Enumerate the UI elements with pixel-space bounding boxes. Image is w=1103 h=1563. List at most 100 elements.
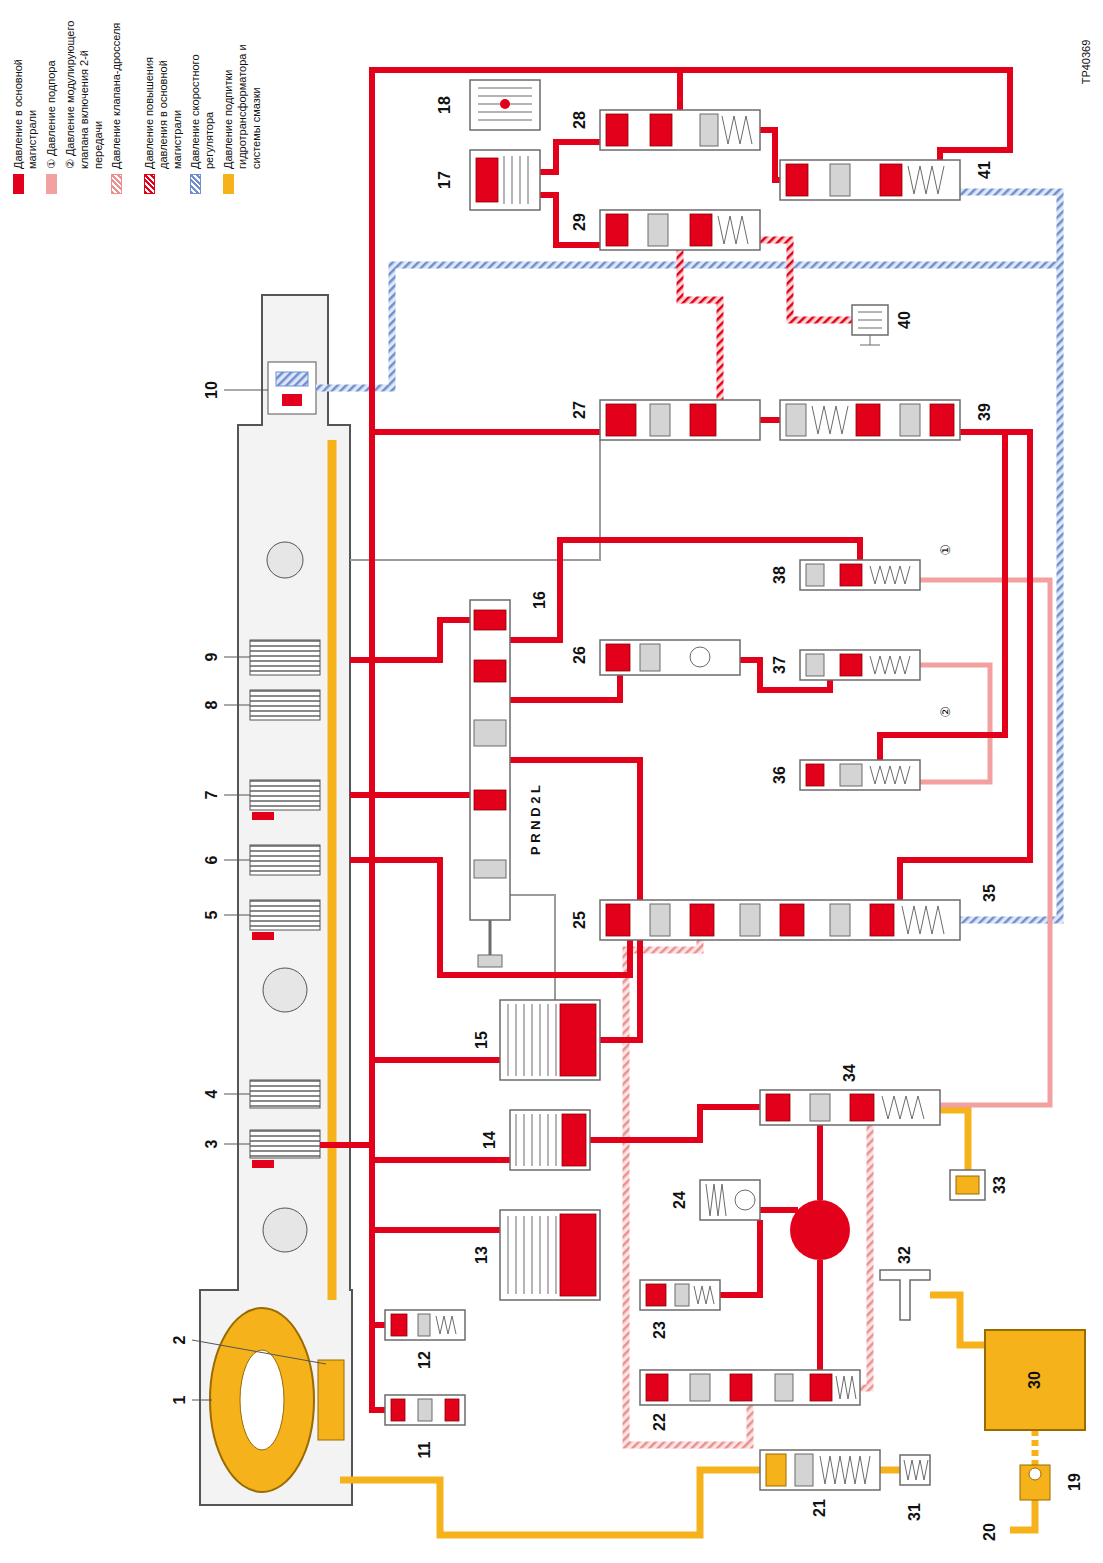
main-line (817, 1125, 823, 1200)
legend-entry: ② Давление модулирующего клапана включен… (64, 14, 105, 194)
valve (690, 404, 716, 436)
callout-number: 4 (203, 1088, 221, 1101)
valve (840, 564, 862, 586)
oil-pan (985, 1330, 1085, 1430)
manual-valve (474, 860, 506, 878)
callout-number: 33 (991, 1174, 1009, 1196)
valve (650, 904, 670, 936)
legend-entry: Давление в основной магистрали (12, 14, 40, 194)
main-line (350, 620, 470, 660)
planetary-gear (263, 1208, 307, 1252)
valve (600, 210, 760, 250)
callout-number: 38 (771, 564, 789, 586)
valve (600, 900, 960, 940)
governor-line (316, 192, 1060, 920)
main-line (372, 70, 1010, 1410)
callout-number: 35 (981, 882, 999, 904)
valve (646, 1284, 666, 1306)
valve (385, 80, 985, 1490)
clutch-pack (252, 932, 274, 940)
main-line (590, 1107, 760, 1140)
valve (694, 1286, 714, 1304)
boost-line (760, 240, 852, 320)
clutch-pack (250, 780, 320, 810)
valve (385, 1310, 465, 1340)
valve (730, 1374, 752, 1401)
valve (870, 656, 910, 674)
valve (606, 404, 636, 436)
accumulator (562, 1114, 586, 1166)
valve (648, 214, 668, 246)
valve (786, 404, 806, 436)
valve (780, 160, 960, 200)
valve (840, 654, 862, 676)
callout-number: 30 (1026, 1369, 1044, 1391)
valve (600, 640, 740, 675)
callout-number: 22 (651, 1411, 669, 1433)
callout-number: 18 (436, 94, 454, 116)
legend-swatch (144, 174, 155, 194)
accumulator (500, 1000, 600, 1080)
governor (276, 372, 308, 386)
valve (650, 114, 672, 146)
main-line (540, 195, 600, 245)
manual-valve (478, 955, 502, 967)
circled-marker: ① (938, 542, 953, 558)
throttle-line (860, 1125, 870, 1388)
valve (650, 404, 670, 436)
legend-swatch (46, 174, 57, 194)
leader-line (192, 1340, 326, 1364)
clutch-pack (250, 1080, 320, 1108)
torque-converter (318, 1360, 344, 1440)
valve (718, 216, 748, 244)
transmission-housing (200, 295, 352, 1505)
legend-text: Давление клапана-дросселя (110, 14, 124, 169)
valve (606, 214, 628, 246)
main-line (760, 417, 780, 423)
modulating-line (920, 665, 990, 782)
valve (806, 764, 824, 786)
callout-number: 17 (436, 169, 454, 191)
accumulator (510, 1110, 590, 1170)
valve (600, 110, 760, 150)
valve (600, 640, 740, 675)
valve (640, 644, 660, 671)
main-line (677, 70, 683, 110)
callout-number: 32 (896, 1244, 914, 1266)
valve (690, 1374, 710, 1401)
callout-number: 15 (473, 1029, 491, 1051)
clutch-pack (250, 690, 320, 720)
callout-number: 3 (203, 1138, 221, 1151)
leader-line (224, 915, 250, 916)
throttle-line (626, 940, 870, 1445)
legend-entry: ① Давление подпора (45, 14, 59, 194)
valve (690, 647, 710, 667)
lube-line (880, 1467, 900, 1474)
valve (766, 1094, 790, 1121)
valve (504, 156, 528, 204)
governor-line (960, 192, 1060, 265)
transmission-housing (328, 440, 337, 1300)
main-line (720, 1220, 760, 1295)
valve (858, 312, 882, 345)
callout-number: 5 (203, 909, 221, 922)
callout-number: 27 (571, 399, 589, 421)
callout-number: 20 (981, 1521, 999, 1543)
governor (268, 362, 316, 414)
manual-valve (470, 600, 510, 967)
legend-text: Давление скоростного регулятора (189, 14, 217, 169)
boost-line (680, 240, 852, 400)
valve (775, 1374, 793, 1401)
valve (385, 1395, 465, 1425)
leader-line (224, 795, 250, 796)
clutch-pack (250, 640, 320, 1168)
torque-converter (240, 1350, 284, 1450)
valve (904, 1460, 928, 1480)
clutch-pack (252, 1160, 274, 1168)
valve (391, 1314, 407, 1336)
callout-number: 1 (171, 1394, 189, 1407)
clutch-pack (250, 640, 320, 675)
lube-line (940, 1110, 968, 1170)
valve (812, 406, 848, 434)
